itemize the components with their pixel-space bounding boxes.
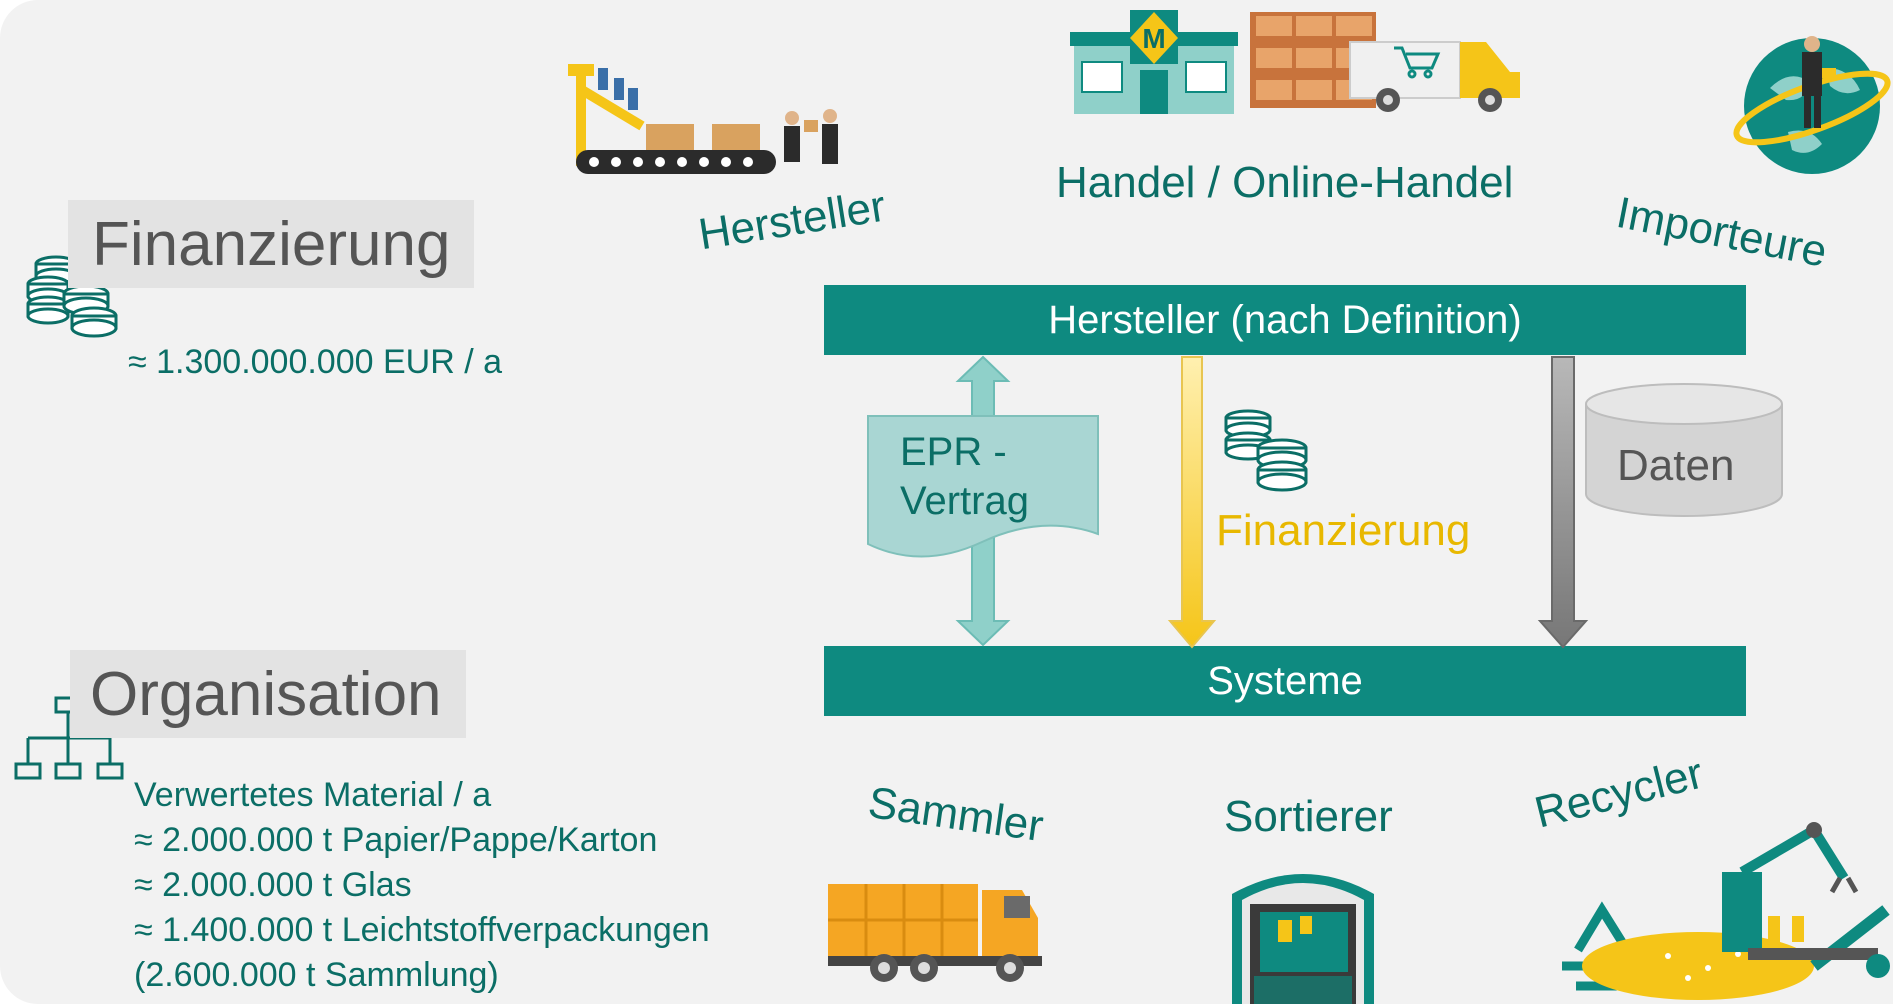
- finance-flow-label: Finanzierung: [1216, 506, 1471, 555]
- material-glass: ≈ 2.000.000 t Glas: [134, 866, 412, 904]
- actor-handel: Handel / Online-Handel: [1056, 158, 1514, 207]
- actor-hersteller: Hersteller: [695, 181, 889, 260]
- org-chart-icon: [14, 696, 124, 780]
- data-arrow: [1537, 356, 1589, 649]
- material-paper: ≈ 2.000.000 t Papier/Pappe/Karton: [134, 821, 658, 859]
- store-truck-icon: M: [1070, 10, 1520, 114]
- systems-band: Systeme: [824, 646, 1746, 716]
- store-logo-letter: M: [1142, 23, 1165, 54]
- finance-arrow: [1167, 356, 1217, 649]
- finance-heading: Finanzierung: [68, 200, 475, 288]
- manufacturer-band: Hersteller (nach Definition): [824, 285, 1746, 355]
- actor-sortierer: Sortierer: [1224, 792, 1393, 841]
- contract-label: EPR - Vertrag: [900, 430, 1029, 523]
- material-title: Verwertetes Material / a: [134, 776, 492, 814]
- globe-businessman-icon: [1733, 36, 1891, 174]
- garbage-truck-icon: [828, 884, 1042, 982]
- actor-sammler: Sammler: [865, 778, 1047, 852]
- sorting-plant-icon: [1232, 874, 1374, 1004]
- recycling-robot-icon: [1562, 822, 1890, 1000]
- contract-document-icon: [867, 415, 1099, 558]
- material-lightweight: ≈ 1.400.000 t Leichtstoffverpackungen: [134, 911, 710, 949]
- factory-line-icon: [568, 64, 838, 174]
- organisation-heading: Organisation: [70, 650, 466, 738]
- material-collection: (2.600.000 t Sammlung): [134, 956, 499, 994]
- actor-importeure: Importeure: [1612, 188, 1831, 277]
- data-label: Daten: [1617, 441, 1735, 490]
- database-icon: [1585, 383, 1783, 517]
- finance-amount: ≈ 1.300.000.000 EUR / a: [128, 343, 503, 381]
- coins-icon: [1224, 409, 1308, 492]
